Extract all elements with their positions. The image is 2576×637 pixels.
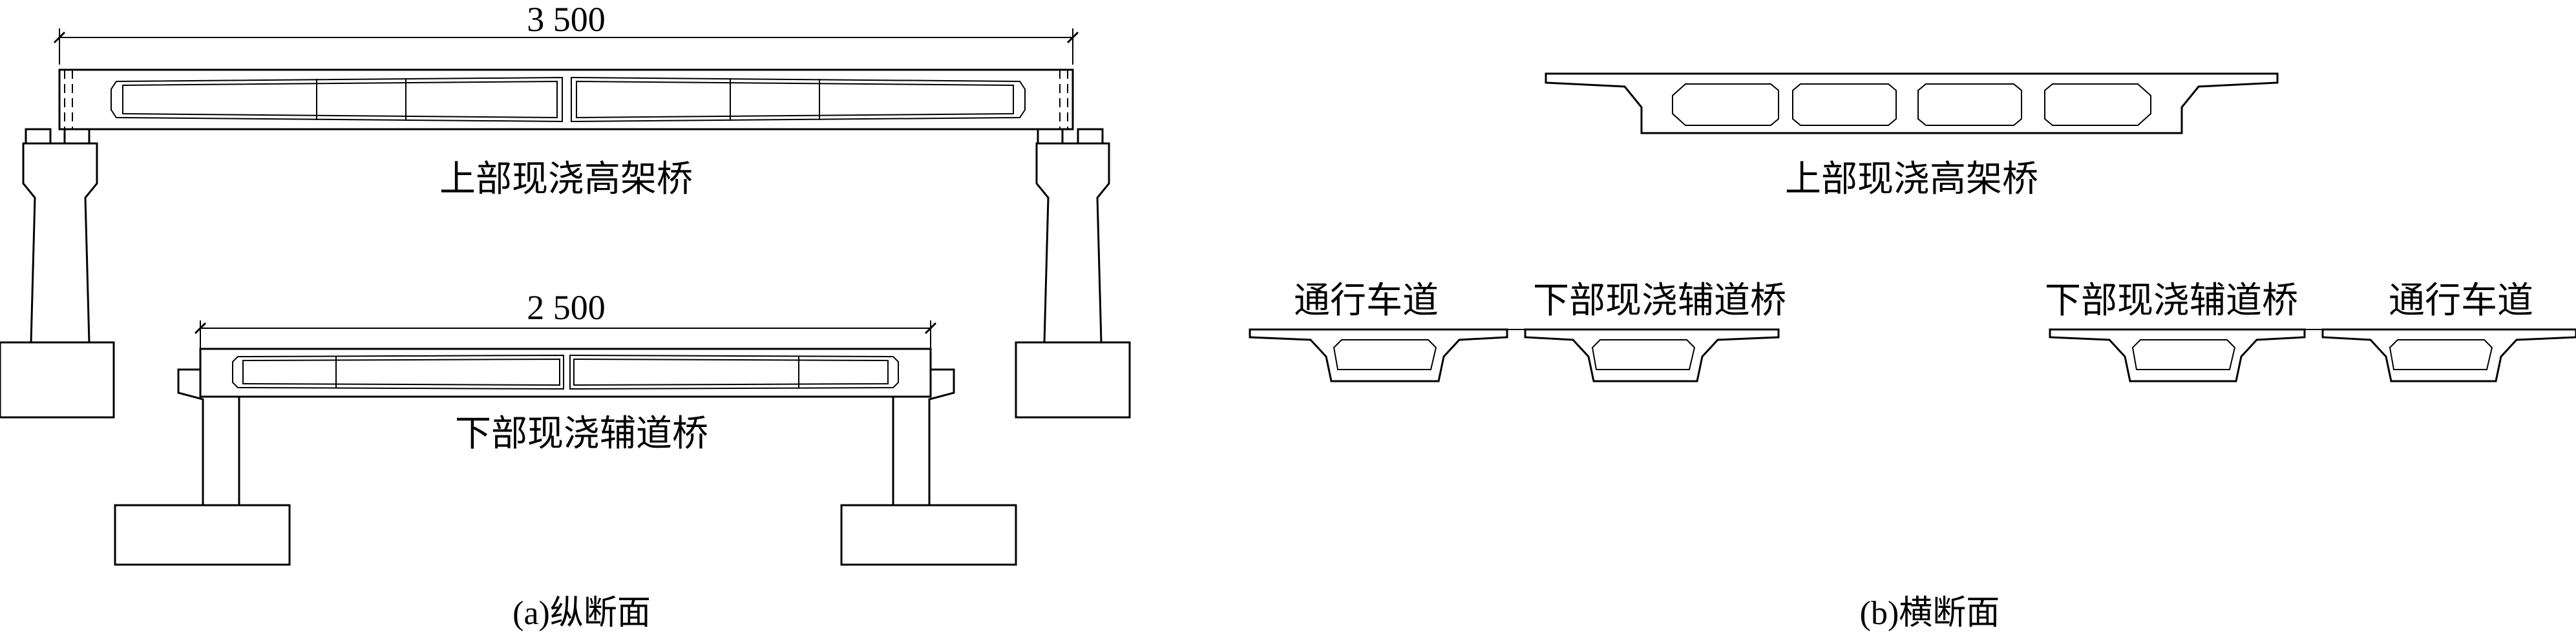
cross-upper-bridge-label: 上部现浇高架桥 [1785, 158, 2038, 200]
upper-dimension-line [53, 28, 1079, 65]
upper-span-dimension: 3 500 [527, 0, 606, 39]
lower-span-dimension: 2 500 [527, 288, 606, 327]
longitudinal-section: 3 500 [0, 0, 1131, 632]
right-tall-pier [1015, 142, 1131, 419]
left-lane-label: 通行车道 [1294, 280, 1439, 322]
lower-dimension-line [194, 320, 937, 349]
left-tall-pier [0, 142, 115, 419]
right-lane-label: 通行车道 [2389, 280, 2533, 322]
upper-viaduct-box-girder [1545, 72, 2279, 134]
cross-caption: (b)横断面 [1860, 595, 2000, 632]
lower-bridge-label: 下部现浇辅道桥 [455, 413, 708, 455]
lower-right-pier [840, 368, 1017, 566]
left-pair-box-girders [1249, 328, 1780, 382]
upper-girder [58, 68, 1074, 131]
lower-girder [199, 348, 932, 398]
upper-bridge-label: 上部现浇高架桥 [439, 158, 693, 200]
cross-section: 上部现浇高架桥 通行车道 下部现浇辅道桥 下部现浇辅道桥 通行车道 (b)横断面 [1249, 72, 2576, 632]
lower-left-pier [114, 368, 291, 566]
right-pair-box-girders [2049, 328, 2576, 382]
upper-bearings [25, 128, 1104, 145]
longitudinal-caption: (a)纵断面 [512, 595, 651, 632]
right-side-bridge-label: 下部现浇辅道桥 [2045, 280, 2298, 322]
left-side-bridge-label: 下部现浇辅道桥 [1533, 280, 1786, 322]
